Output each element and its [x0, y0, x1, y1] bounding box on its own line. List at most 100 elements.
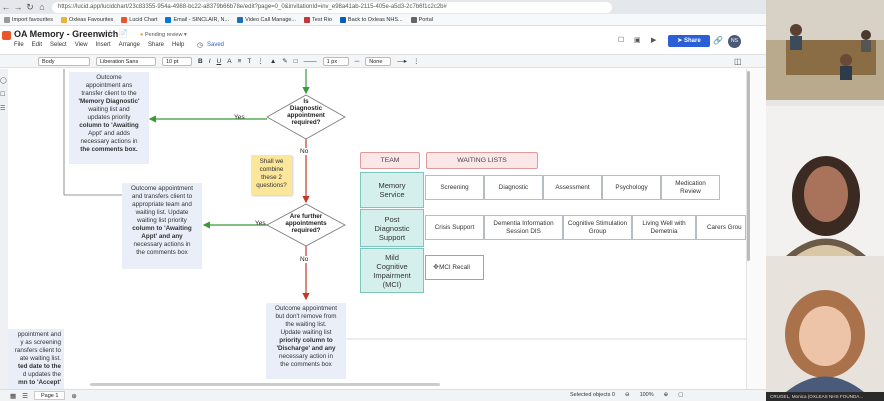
- shapes-icon[interactable]: ◯: [0, 78, 7, 84]
- avatar[interactable]: NS: [728, 35, 741, 48]
- bookmark-item[interactable]: Back to Oxleas NHS...: [339, 16, 403, 23]
- home-icon[interactable]: ⌂: [39, 2, 45, 12]
- back-icon[interactable]: ←: [1, 2, 11, 12]
- participant-video-1: [766, 106, 884, 256]
- history-icon[interactable]: ◷: [197, 42, 204, 49]
- share-button[interactable]: ➤ Share: [668, 35, 710, 47]
- list-living-well[interactable]: Living Well with Demetnia: [632, 215, 696, 240]
- layers-icon[interactable]: ☰: [0, 106, 6, 112]
- address-bar[interactable]: https://lucid.app/lucidchart/23c83355-95…: [52, 1, 612, 13]
- list-carers-group[interactable]: Carers Grou: [696, 215, 746, 240]
- comment-icon[interactable]: ☐: [618, 37, 625, 44]
- bookmark-item[interactable]: Video Call Manage...: [237, 16, 296, 23]
- yes-label-1: Yes: [234, 114, 245, 121]
- menu-bar: File Edit Select View Insert Arrange Sha…: [14, 42, 184, 48]
- left-tool-strip: ◯ ☐ ☰: [0, 69, 8, 389]
- no-label-2: No: [300, 256, 309, 263]
- bookmark-item[interactable]: Portal: [410, 16, 433, 23]
- list-mci-recall[interactable]: ✥ MCI Recall: [425, 255, 484, 280]
- more-options-icon[interactable]: ⋮: [413, 58, 420, 65]
- zoom-out-icon[interactable]: ⊖: [624, 392, 630, 398]
- waiting-lists-header[interactable]: WAITING LISTS: [426, 152, 538, 169]
- page-list-icon[interactable]: ☰: [22, 392, 28, 400]
- align-button[interactable]: ≡: [237, 57, 242, 65]
- sticky-note[interactable]: Shall we combine these 2 questions?: [251, 155, 292, 195]
- yes-label-2: Yes: [255, 220, 266, 227]
- bookmark-item[interactable]: Oxleas Favourites: [60, 16, 113, 23]
- document-title[interactable]: OA Memory - Greenwich: [14, 29, 119, 39]
- list-psychology[interactable]: Psychology: [602, 175, 661, 200]
- fit-icon[interactable]: ▢: [678, 392, 684, 398]
- underline-button[interactable]: U: [216, 57, 222, 65]
- panel-toggle-icon[interactable]: ◫: [734, 57, 742, 66]
- menu-select[interactable]: Select: [50, 42, 67, 48]
- zoom-in-icon[interactable]: ⊕: [663, 392, 669, 398]
- menu-share[interactable]: Share: [147, 42, 164, 48]
- arrow-end-icon[interactable]: —▸: [397, 58, 408, 65]
- document-icon[interactable]: 📄: [118, 29, 128, 38]
- templates-icon[interactable]: ☐: [0, 92, 6, 98]
- arrow-style-select[interactable]: None: [365, 56, 392, 66]
- list-dementia-information[interactable]: Dementia Information Session DIS: [484, 215, 563, 240]
- menu-edit[interactable]: Edit: [31, 42, 43, 48]
- list-medication-review[interactable]: Medication Review: [661, 175, 720, 200]
- bookmark-item[interactable]: Test Rio: [304, 16, 332, 23]
- fill-color-icon[interactable]: ▲: [269, 57, 277, 65]
- zoom-level[interactable]: 100%: [639, 392, 654, 398]
- bookmark-item[interactable]: Lucid Chart: [121, 16, 157, 23]
- present-icon[interactable]: ▣: [634, 37, 641, 44]
- bookmark-item[interactable]: Email - SINCLAIR, N...: [165, 16, 229, 23]
- line-style-icon[interactable]: ——: [303, 57, 317, 65]
- italic-button[interactable]: I: [208, 57, 211, 65]
- style-select[interactable]: Body: [38, 56, 90, 66]
- line-width-select[interactable]: 1 px: [322, 56, 349, 66]
- page-tab[interactable]: Page 1: [33, 391, 66, 400]
- list-screening[interactable]: Screening: [425, 175, 484, 200]
- note-discharge[interactable]: Outcome appointment but don't remove fro…: [266, 303, 346, 379]
- menu-file[interactable]: File: [14, 42, 24, 48]
- star-icon[interactable]: ☆: [106, 28, 115, 38]
- list-diagnostic[interactable]: Diagnostic: [484, 175, 543, 200]
- page-grid-icon[interactable]: ▦: [10, 392, 17, 400]
- forward-icon[interactable]: →: [13, 2, 23, 12]
- list-cognitive-stimulation[interactable]: Cognitive Stimulation Group: [563, 215, 632, 240]
- decision-1-text[interactable]: Is Diagnostic appointment required?: [287, 98, 325, 126]
- decision-diamond-1: [266, 94, 346, 140]
- decision-2-text[interactable]: Are further appointments required?: [285, 213, 327, 234]
- text-options-icon[interactable]: T: [247, 57, 252, 65]
- menu-insert[interactable]: Insert: [95, 42, 111, 48]
- bold-button[interactable]: B: [198, 57, 203, 65]
- arrow-start-icon[interactable]: ─: [354, 57, 360, 65]
- note-left-partial[interactable]: ppointment and y as screening ransfers c…: [8, 329, 64, 389]
- link-icon[interactable]: 🔗: [713, 36, 723, 45]
- note-team-waiting-list[interactable]: Outcome appointment and transfers client…: [122, 183, 202, 269]
- shape-icon[interactable]: □: [293, 57, 298, 65]
- line-color-icon[interactable]: ✎: [282, 58, 288, 65]
- menu-view[interactable]: View: [74, 42, 88, 48]
- review-status[interactable]: ● Pending review ▾: [140, 32, 187, 38]
- email-icon: [165, 16, 172, 23]
- menu-help[interactable]: Help: [172, 42, 185, 48]
- font-select[interactable]: Liberation Sans: [96, 56, 156, 66]
- add-page-icon[interactable]: ⊕: [71, 392, 77, 400]
- video-call-icon[interactable]: ▶: [651, 37, 657, 44]
- text-color-button[interactable]: A: [227, 57, 232, 65]
- font-size-select[interactable]: 10 pt: [162, 56, 192, 66]
- selected-objects[interactable]: Selected objects 0: [570, 392, 615, 398]
- diagram-canvas[interactable]: Outcome appointment ans transfer client …: [0, 69, 746, 389]
- scroll-thumb[interactable]: [747, 71, 750, 261]
- more-text-icon[interactable]: ⋮: [257, 58, 264, 65]
- team-header[interactable]: TEAM: [360, 152, 420, 169]
- format-toolbar: Body Liberation Sans 10 pt B I U A ≡ T ⋮…: [0, 54, 766, 68]
- video-call-panel: CRUGEL, Monica (OXLEAS NHS FOUNDA...: [766, 0, 884, 401]
- vertical-scrollbar[interactable]: [746, 69, 766, 389]
- list-crisis-support[interactable]: Crisis Support: [425, 215, 484, 240]
- note-memory-diagnostic[interactable]: Outcome appointment ans transfer client …: [69, 72, 149, 164]
- reload-icon[interactable]: ↻: [26, 2, 34, 12]
- menu-arrange[interactable]: Arrange: [118, 42, 140, 48]
- list-assessment[interactable]: Assessment: [543, 175, 602, 200]
- bookmark-item[interactable]: Import favourites: [4, 16, 53, 23]
